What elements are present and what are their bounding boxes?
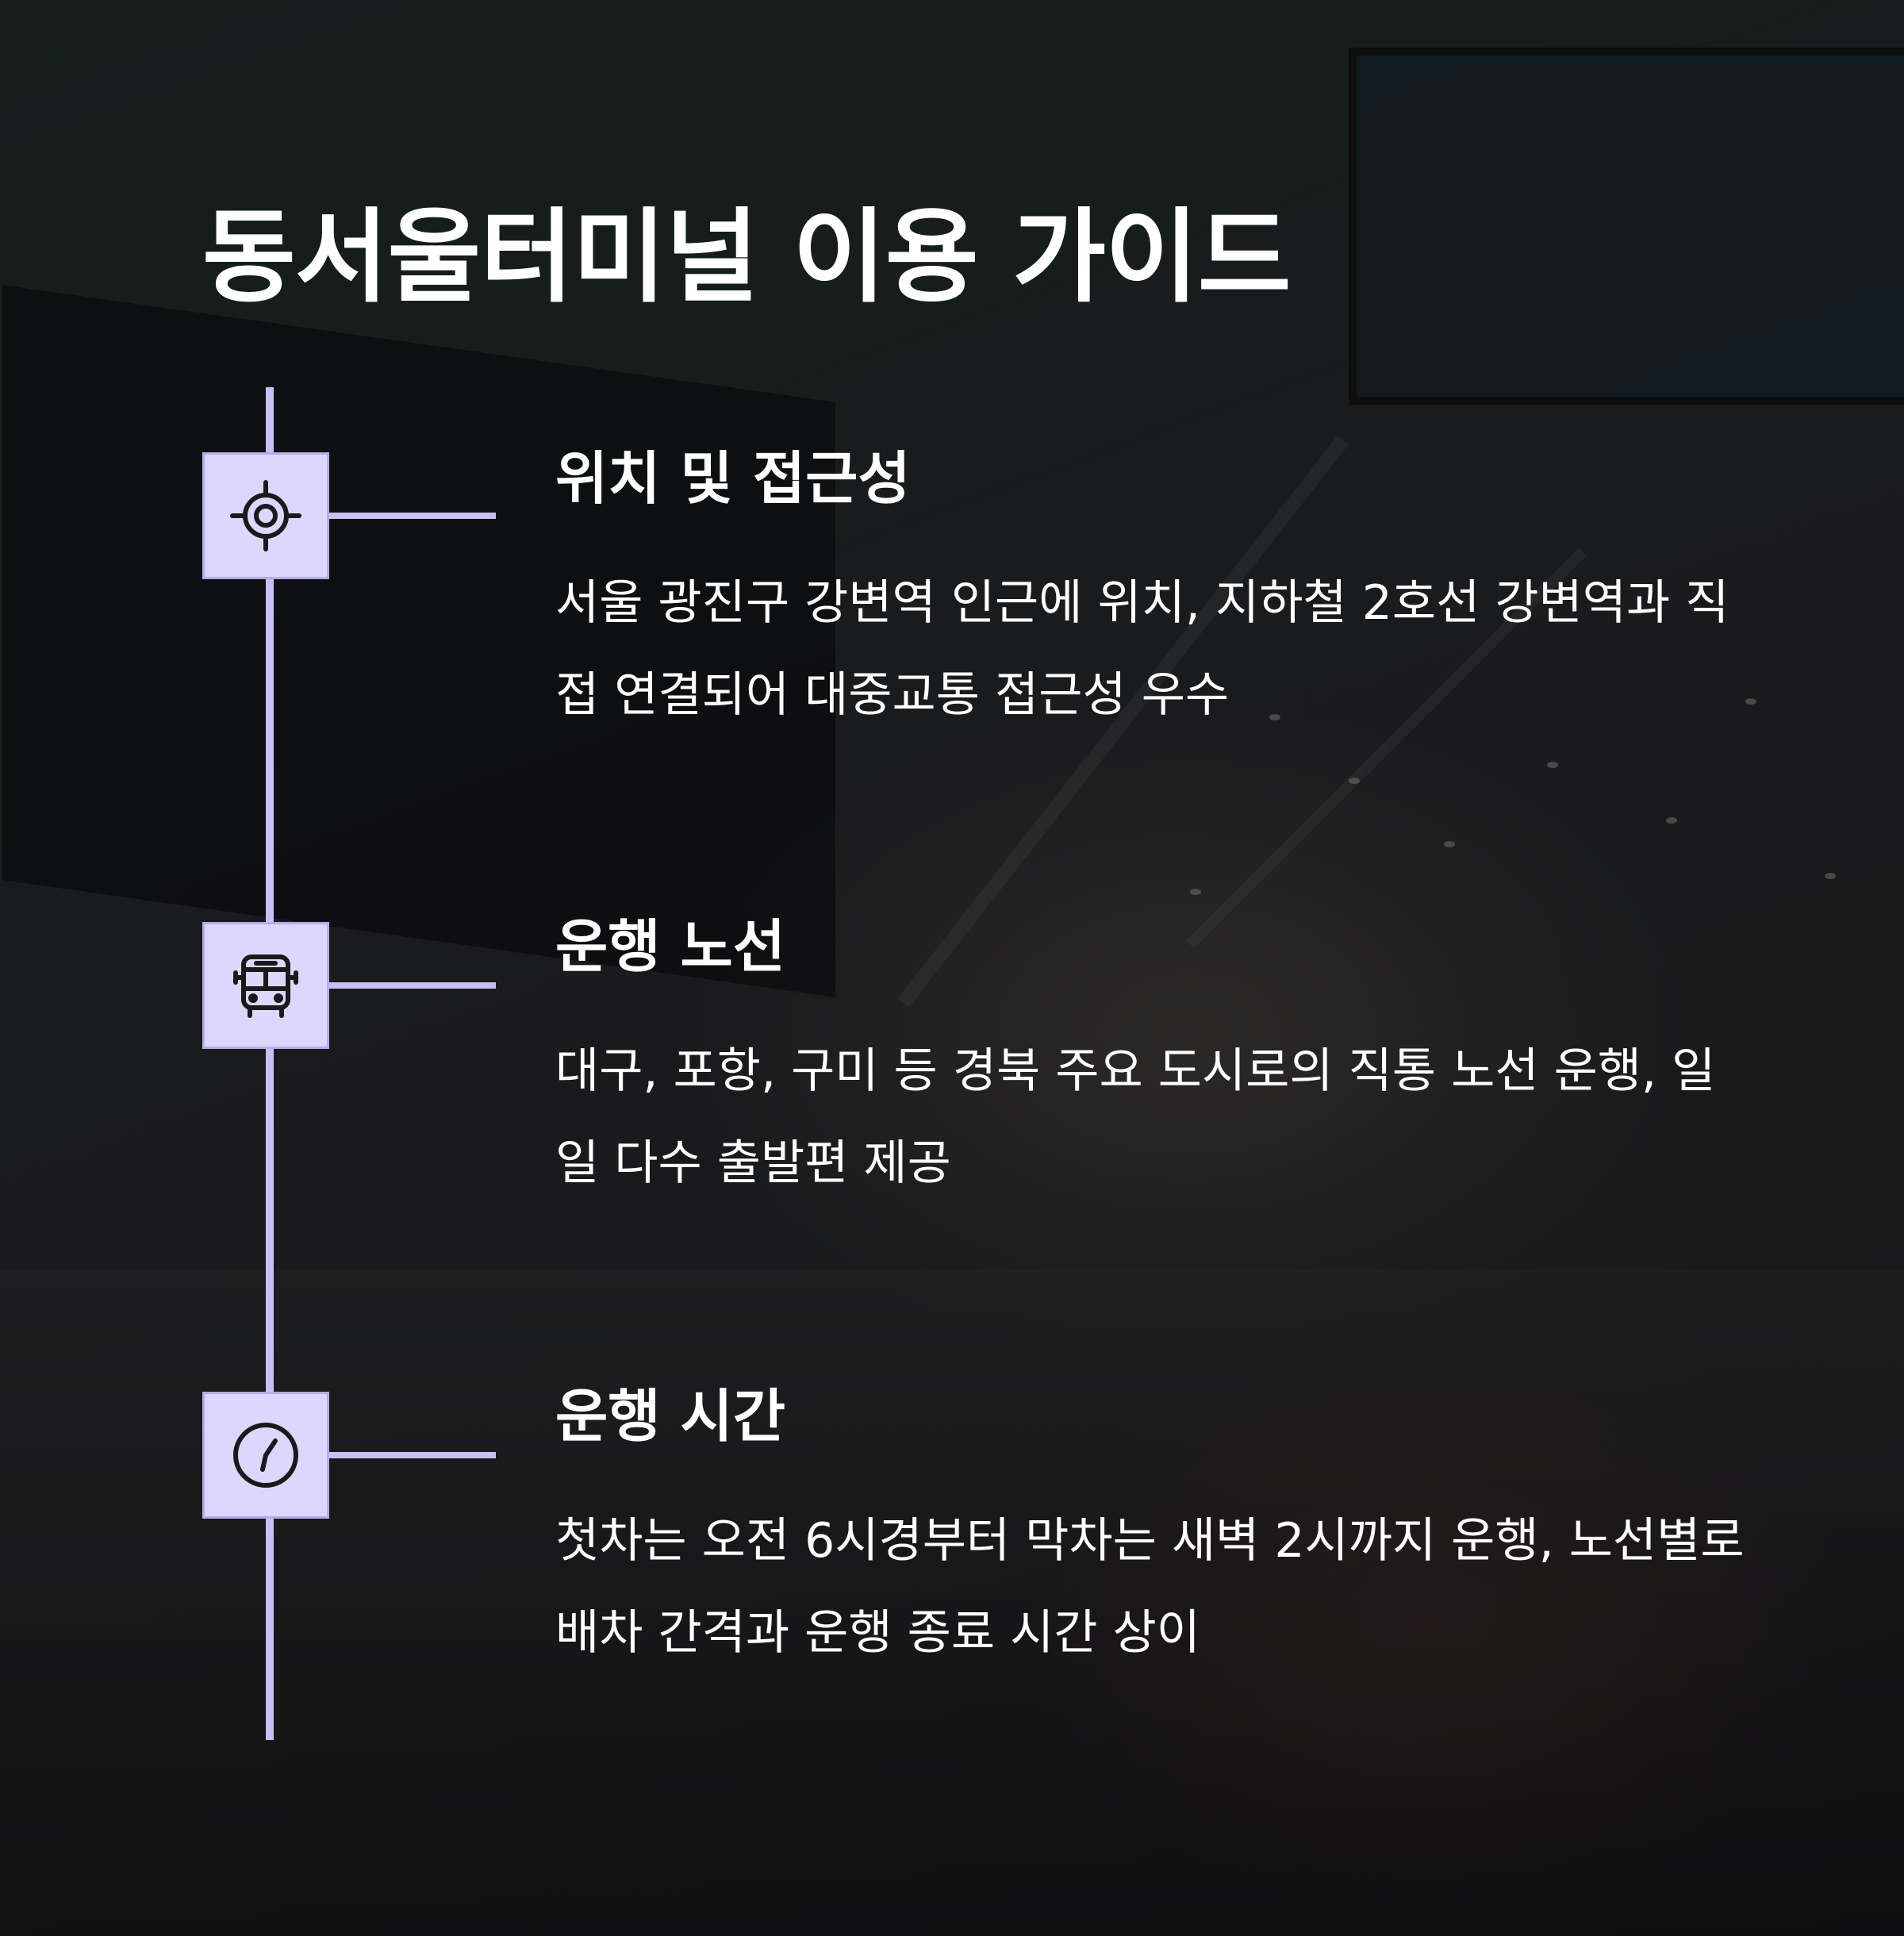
background-lamp [1666,817,1677,824]
section-description: 대구, 포항, 구미 등 경북 주요 도시로의 직통 노선 운행, 일일 다수 … [555,1043,1716,1191]
background-lamp [1745,698,1756,705]
timeline-connector [329,513,496,519]
bus-icon [233,955,298,1018]
background-lamp [1349,778,1360,784]
clock-icon-box [202,1392,329,1519]
crosshair-icon [230,480,301,551]
section-description: 서울 광진구 강변역 인근에 위치, 지하철 2호선 강변역과 직접 연결되어 … [555,575,1729,723]
bus-icon-box [202,922,329,1049]
section-title: 위치 및 접근성 [555,445,911,512]
background-lamp [1444,841,1455,847]
clock-icon [233,1423,298,1488]
page-title: 동서울터미널 이용 가이드 [202,198,1291,317]
background-departure-sign [1349,48,1904,405]
section-title: 운행 시간 [555,1383,786,1450]
background-lamp [1269,714,1280,720]
timeline-line [266,387,274,1740]
background-crowd [1031,1230,1904,1936]
background-lamp [1190,889,1201,895]
background-lamp [1825,873,1836,879]
timeline-connector [329,982,496,989]
background-lamp [1547,762,1558,768]
section-description: 첫차는 오전 6시경부터 막차는 새벽 2시까지 운행, 노선별로 배차 간격과… [555,1513,1745,1661]
crosshair-icon-box [202,452,329,579]
timeline-connector [329,1452,496,1458]
section-title: 운행 노선 [555,913,786,980]
